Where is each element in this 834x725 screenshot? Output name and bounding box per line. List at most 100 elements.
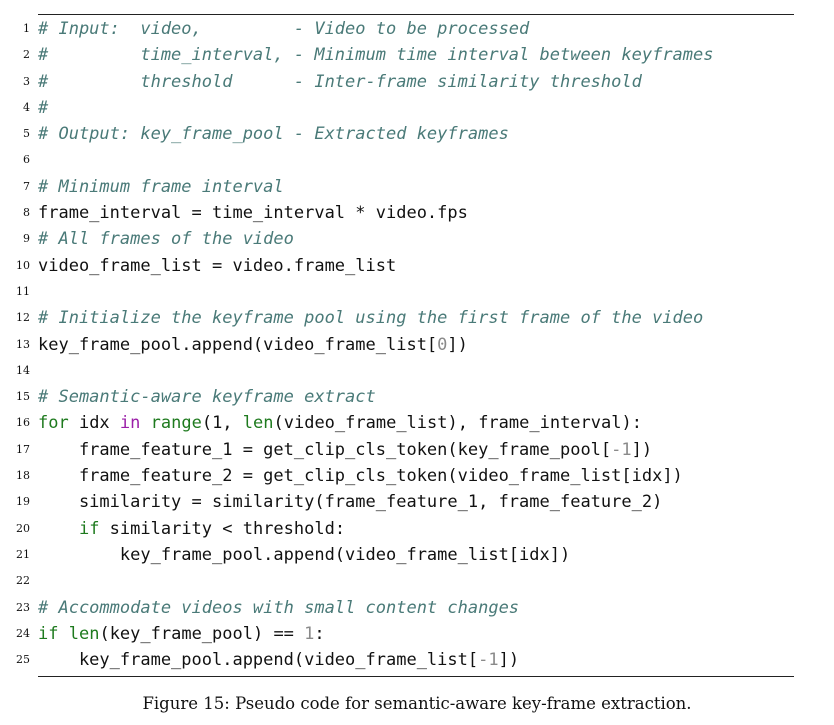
line-number: 10 (16, 258, 30, 272)
code-line: 19 similarity = similarity(frame_feature… (0, 489, 834, 515)
code-text: # Input: video, - Video to be processed (38, 16, 529, 42)
code-text: key_frame_pool.append(video_frame_list[0… (38, 332, 468, 358)
line-number: 24 (16, 626, 30, 640)
code-token: key_frame_pool.append(video_frame_list[i… (38, 544, 571, 565)
code-token: similarity = similarity(frame_feature_1,… (38, 492, 663, 513)
code-token: -1 (478, 650, 499, 671)
bottom-rule (38, 676, 794, 677)
code-token: in (119, 413, 141, 434)
code-token: (key_frame_pool) == (99, 623, 305, 644)
code-token: ]) (498, 650, 520, 671)
line-number: 22 (16, 574, 30, 588)
line-number: 12 (16, 311, 30, 325)
line-number: 11 (16, 284, 30, 298)
line-number: 16 (16, 416, 30, 430)
code-token: (video_frame_list), frame_interval): (273, 413, 642, 434)
line-number: 25 (16, 653, 30, 667)
code-token: similarity < threshold: (99, 518, 346, 539)
line-number: 14 (16, 363, 30, 377)
code-line: 23 # Accommodate videos with small conten… (0, 595, 834, 621)
code-token: video_frame_list = video.frame_list (38, 255, 397, 276)
code-line: 17 frame_feature_1 = get_clip_cls_token(… (0, 437, 834, 463)
code-text: # Minimum frame interval (38, 174, 284, 200)
code-token: for (38, 413, 69, 434)
code-line: 1 # Input: video, - Video to be processed (0, 16, 834, 42)
code-token (58, 624, 68, 644)
line-number: 2 (23, 48, 30, 62)
code-text: # Initialize the keyframe pool using the… (38, 305, 703, 331)
code-token: range (150, 413, 202, 434)
code-token: key_frame_pool.append(video_frame_list[ (38, 650, 479, 671)
line-number: 8 (23, 206, 30, 220)
code-line: 7 # Minimum frame interval (0, 174, 834, 200)
code-line: 16 for idx in range(1, len(video_frame_li… (0, 410, 834, 436)
code-token: ]) (631, 439, 653, 460)
code-token: 0 (437, 334, 448, 355)
figure-caption: Figure 15: Pseudo code for semantic-awar… (142, 694, 692, 713)
line-number: 6 (23, 153, 30, 167)
code-line: 9 # All frames of the video (0, 226, 834, 252)
code-line: 25 key_frame_pool.append(video_frame_lis… (0, 647, 834, 673)
code-comment: # Minimum frame interval (38, 176, 284, 197)
line-number: 15 (16, 390, 30, 404)
code-text: frame_interval = time_interval * video.f… (38, 200, 468, 226)
code-line: 6 (0, 147, 834, 173)
code-comment: # threshold - Inter-frame similarity thr… (38, 71, 642, 92)
code-token: 1 (304, 623, 315, 644)
code-comment: # Input: video, - Video to be processed (38, 19, 530, 39)
code-text: if len(key_frame_pool) == 1: (38, 621, 325, 647)
code-line: 10 video_frame_list = video.frame_list (0, 253, 834, 279)
top-rule (38, 14, 794, 15)
code-token: idx (68, 413, 120, 434)
code-line: 13 key_frame_pool.append(video_frame_list… (0, 332, 834, 358)
code-token (140, 413, 150, 433)
code-line: 11 (0, 279, 834, 305)
code-token: frame_feature_2 = get_clip_cls_token(vid… (38, 466, 683, 487)
code-line: 8 frame_interval = time_interval * video.… (0, 200, 834, 226)
code-text: # Accommodate videos with small content … (38, 595, 519, 621)
code-text: # Semantic-aware keyframe extract (38, 384, 376, 410)
code-line: 20 if similarity < threshold: (0, 516, 834, 542)
code-comment: # time_interval, - Minimum time interval… (38, 45, 714, 66)
code-text: similarity = similarity(frame_feature_1,… (38, 489, 662, 515)
line-number: 19 (16, 495, 30, 509)
code-line: 12 # Initialize the keyframe pool using t… (0, 305, 834, 331)
code-text: # Output: key_frame_pool - Extracted key… (38, 121, 509, 147)
code-line: 3 # threshold - Inter-frame similarity th… (0, 69, 834, 95)
code-line: 15 # Semantic-aware keyframe extract (0, 384, 834, 410)
code-line: 2 # time_interval, - Minimum time interva… (0, 42, 834, 68)
line-number: 23 (16, 600, 30, 614)
line-number: 5 (23, 127, 30, 141)
code-text: key_frame_pool.append(video_frame_list[-… (38, 647, 519, 673)
line-number: 21 (16, 547, 30, 561)
code-comment: # Output: key_frame_pool - Extracted key… (38, 124, 509, 145)
code-text: # threshold - Inter-frame similarity thr… (38, 69, 642, 95)
line-number: 3 (23, 74, 30, 88)
code-text: for idx in range(1, len(video_frame_list… (38, 410, 642, 436)
code-token: ]) (447, 334, 468, 355)
code-token: frame_feature_1 = get_clip_cls_token(key… (38, 439, 612, 460)
code-comment: # Accommodate videos with small content … (38, 597, 520, 618)
code-text: frame_feature_2 = get_clip_cls_token(vid… (38, 463, 683, 489)
code-line: 4# (0, 95, 834, 121)
code-comment: # (38, 97, 49, 118)
code-line: 21 key_frame_pool.append(video_frame_lis… (0, 542, 834, 568)
code-token: (1, (201, 413, 243, 434)
code-text: video_frame_list = video.frame_list (38, 253, 396, 279)
code-token: len (242, 413, 274, 434)
code-line: 5 # Output: key_frame_pool - Extracted ke… (0, 121, 834, 147)
line-number: 1 (23, 22, 30, 35)
code-comment: # Semantic-aware keyframe extract (38, 387, 376, 408)
code-text: if similarity < threshold: (38, 516, 345, 542)
code-token: if (78, 518, 100, 539)
code-line: 24 if len(key_frame_pool) == 1: (0, 621, 834, 647)
code-line: 18 frame_feature_2 = get_clip_cls_token(… (0, 463, 834, 489)
code-text: # (38, 95, 48, 121)
line-number: 7 (23, 179, 30, 193)
code-comment: # All frames of the video (38, 229, 294, 250)
code-token (38, 519, 79, 539)
code-token: frame_interval = time_interval * video.f… (38, 203, 468, 224)
line-number: 9 (23, 232, 30, 246)
line-number: 13 (16, 337, 30, 351)
code-text: # time_interval, - Minimum time interval… (38, 42, 714, 68)
